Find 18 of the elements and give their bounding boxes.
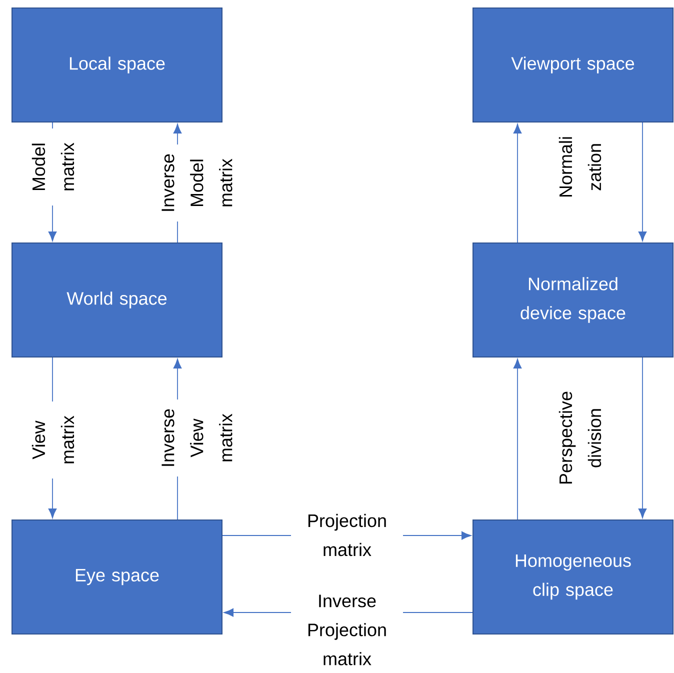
process-box: Homogeneous clip space (472, 520, 674, 634)
process-box: Local space (12, 8, 222, 122)
process-box: Normalized device space (472, 242, 674, 358)
edge-label: Inverse Projection matrix (291, 594, 403, 666)
edge-label: View matrix (30, 402, 76, 478)
arrow (638, 122, 647, 242)
arrow (513, 358, 522, 520)
edge-label: Projection matrix (291, 512, 403, 558)
edge-label: Inverse View matrix (160, 400, 234, 476)
edge-label: Inverse Model matrix (160, 144, 234, 222)
process-box: Viewport space (472, 8, 674, 122)
process-box: World space (12, 242, 222, 358)
arrow (638, 357, 647, 518)
edge-label: Model matrix (30, 128, 76, 206)
arrow (513, 124, 522, 243)
edge-label: Normali zation (558, 128, 602, 206)
edge-label: Perspective division (558, 380, 602, 496)
process-box: Eye space (12, 520, 222, 634)
